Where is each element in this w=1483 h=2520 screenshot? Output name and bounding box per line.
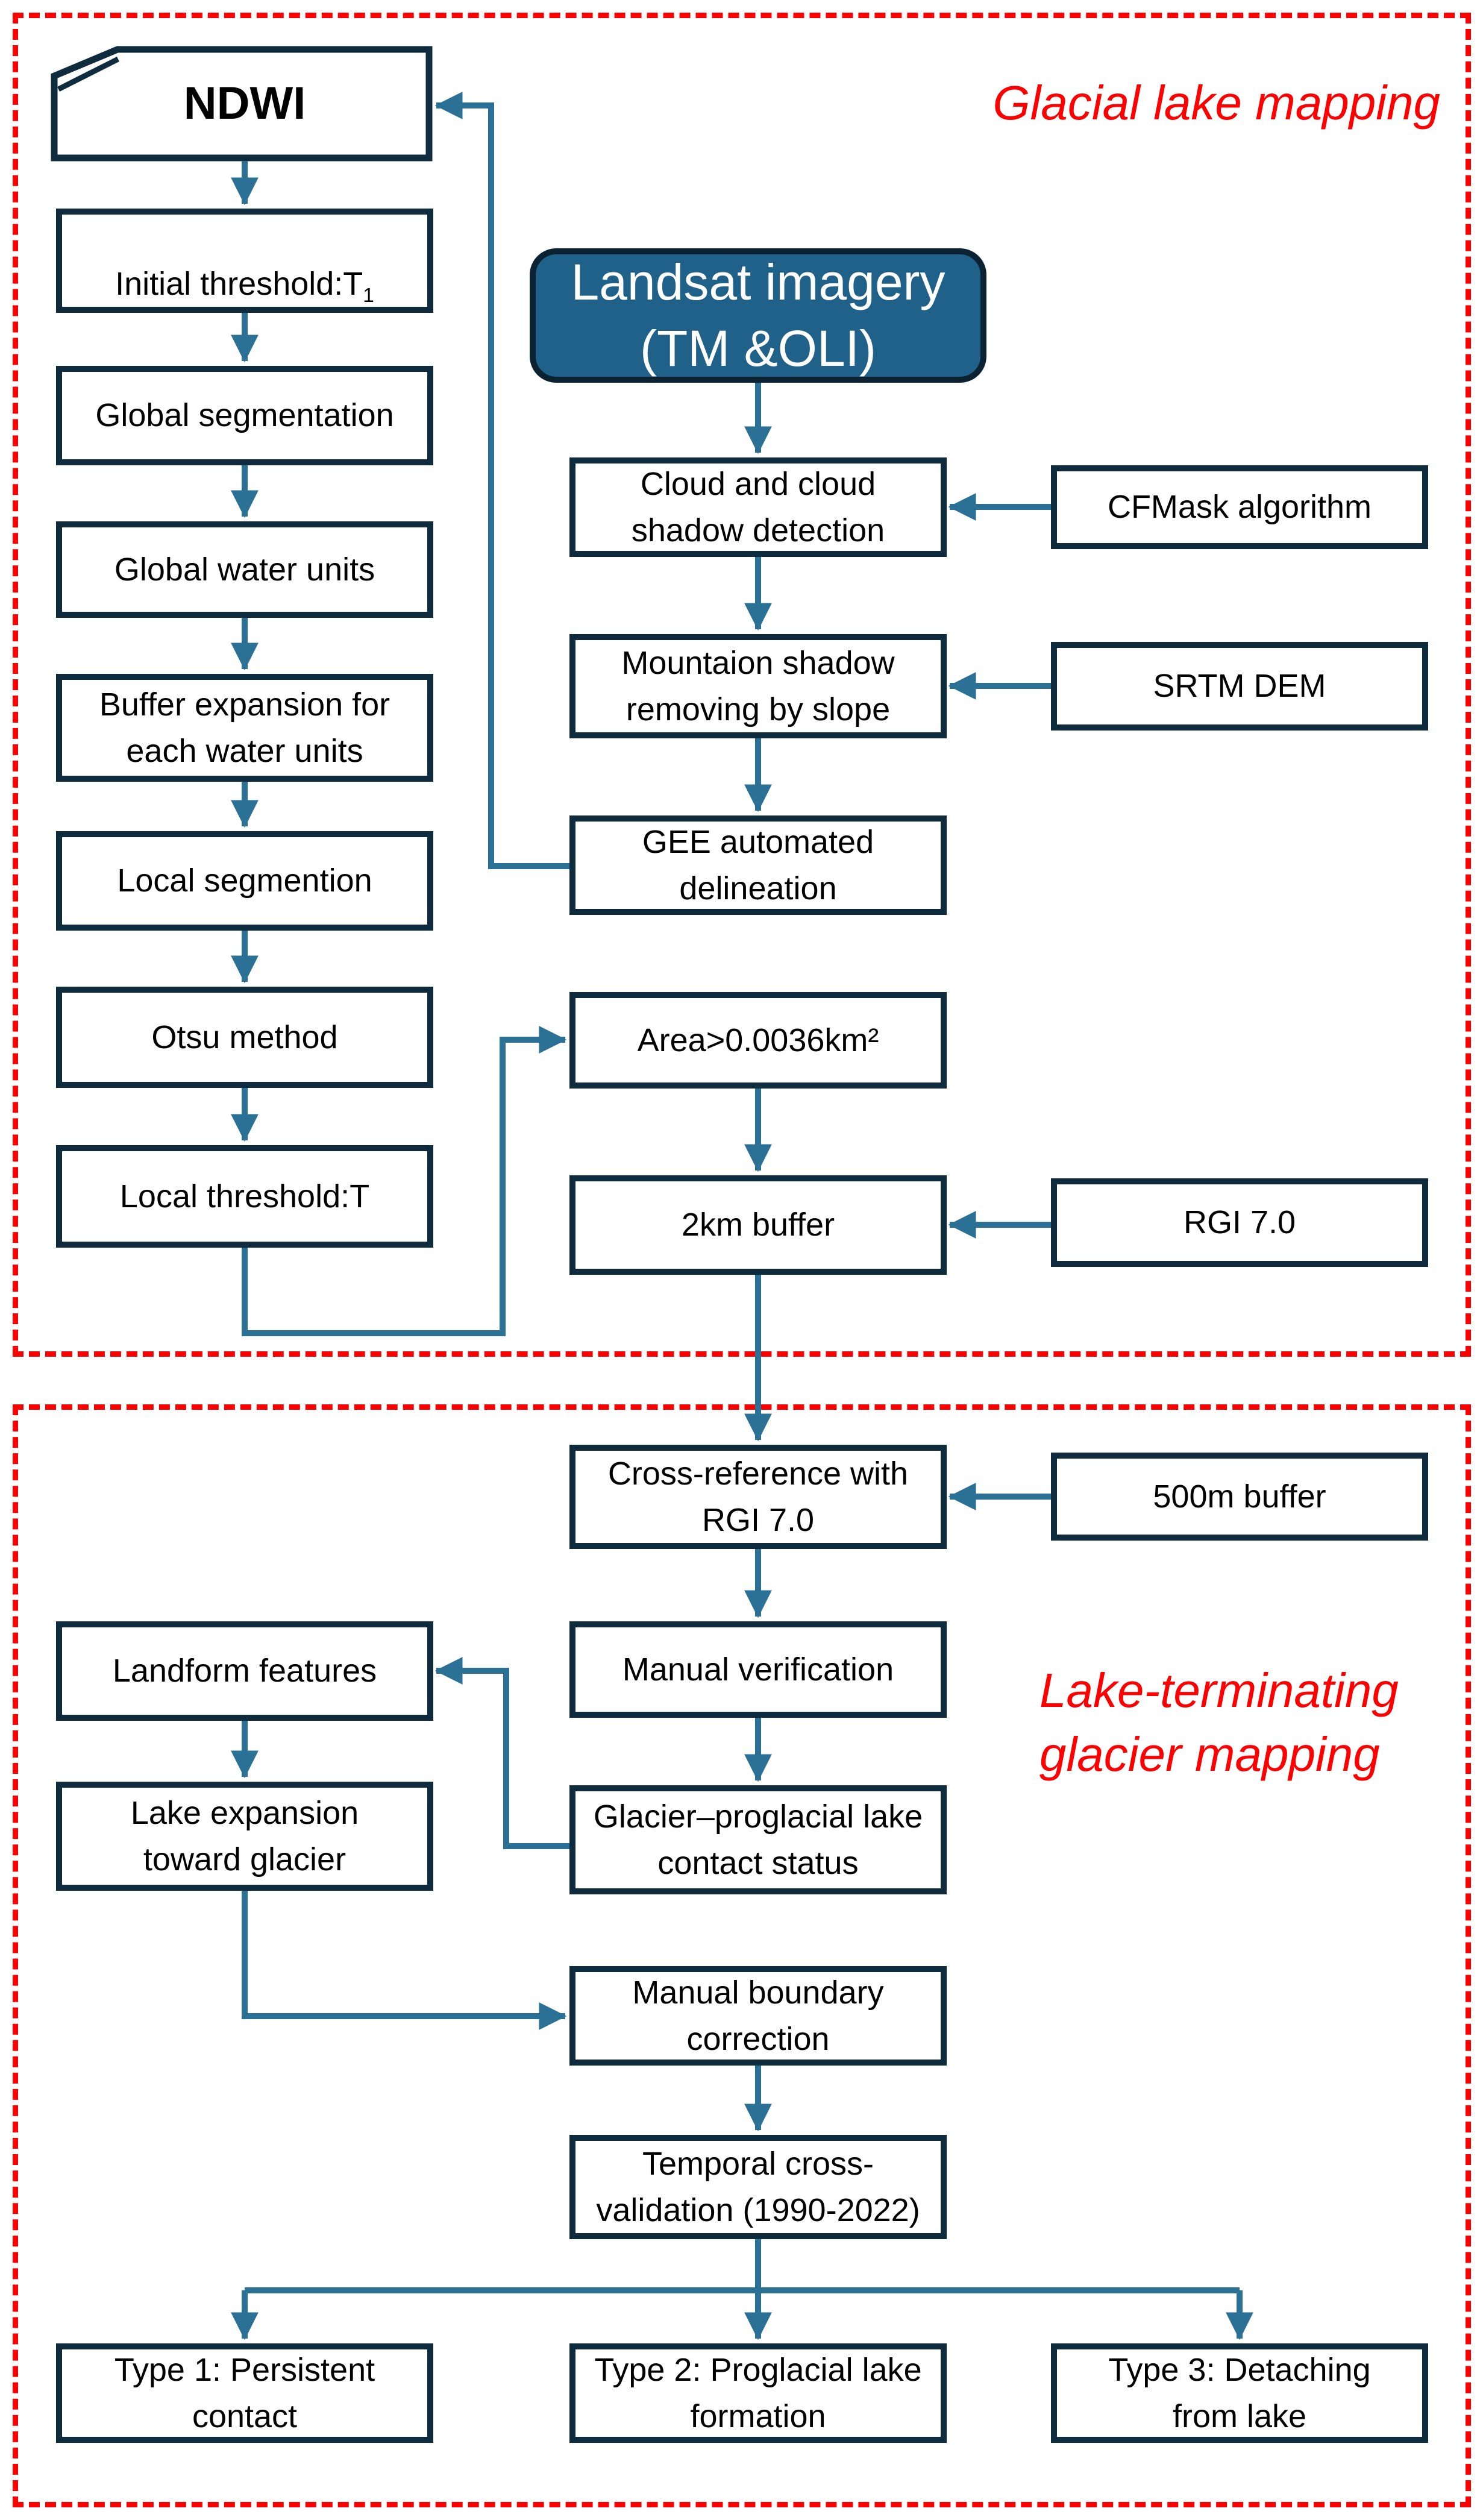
threshold-subscript: 1: [363, 284, 374, 307]
section-frame-lake-terminating-glacier-mapping: [13, 1404, 1471, 2507]
node-lake-expansion: Lake expansion toward glacier: [56, 1782, 433, 1891]
node-glacier-proglacial-contact-status: Glacier–proglacial lake contact status: [569, 1785, 947, 1894]
node-global-segmentation: Global segmentation: [56, 366, 433, 465]
node-cross-reference-rgi: Cross-reference with RGI 7.0: [569, 1445, 947, 1549]
node-gee-automated-delineation: GEE automated delineation: [569, 815, 947, 915]
section-title-lake-terminating-glacier-mapping: Lake-terminating glacier mapping: [1039, 1664, 1399, 1781]
section-title-glacial-lake-mapping: Glacial lake mapping: [992, 76, 1440, 130]
initial-threshold-text: Initial threshold:T: [115, 265, 363, 302]
node-cfmask-algorithm: CFMask algorithm: [1051, 465, 1428, 549]
node-manual-boundary-correction: Manual boundary correction: [569, 1966, 947, 2066]
node-initial-threshold: Initial threshold:T1: [56, 209, 433, 313]
node-cloud-shadow-detection: Cloud and cloud shadow detection: [569, 457, 947, 557]
node-local-threshold: Local threshold:T: [56, 1145, 433, 1248]
node-ndwi: NDWI: [183, 78, 306, 130]
node-2km-buffer: 2km buffer: [569, 1175, 947, 1275]
node-temporal-cross-validation: Temporal cross- validation (1990-2022): [569, 2135, 947, 2239]
node-otsu-method: Otsu method: [56, 987, 433, 1088]
node-mountain-shadow-removal: Mountaion shadow removing by slope: [569, 634, 947, 738]
node-500m-buffer: 500m buffer: [1051, 1453, 1428, 1541]
section-frame-glacial-lake-mapping: [13, 13, 1471, 1357]
node-local-segmention: Local segmention: [56, 831, 433, 931]
node-buffer-expansion: Buffer expansion for each water units: [56, 674, 433, 782]
node-type1-persistent-contact: Type 1: Persistent contact: [56, 2343, 433, 2443]
node-manual-verification: Manual verification: [569, 1621, 947, 1718]
node-rgi-7-0: RGI 7.0: [1051, 1178, 1428, 1267]
node-landsat-imagery: Landsat imagery (TM &OLI): [530, 248, 986, 383]
node-global-water-units: Global water units: [56, 521, 433, 618]
node-area-filter: Area>0.0036km²: [569, 992, 947, 1089]
node-type3-detaching-from-lake: Type 3: Detaching from lake: [1051, 2343, 1428, 2443]
node-landform-features: Landform features: [56, 1621, 433, 1721]
node-srtm-dem: SRTM DEM: [1051, 642, 1428, 731]
node-type2-proglacial-lake-formation: Type 2: Proglacial lake formation: [569, 2343, 947, 2443]
